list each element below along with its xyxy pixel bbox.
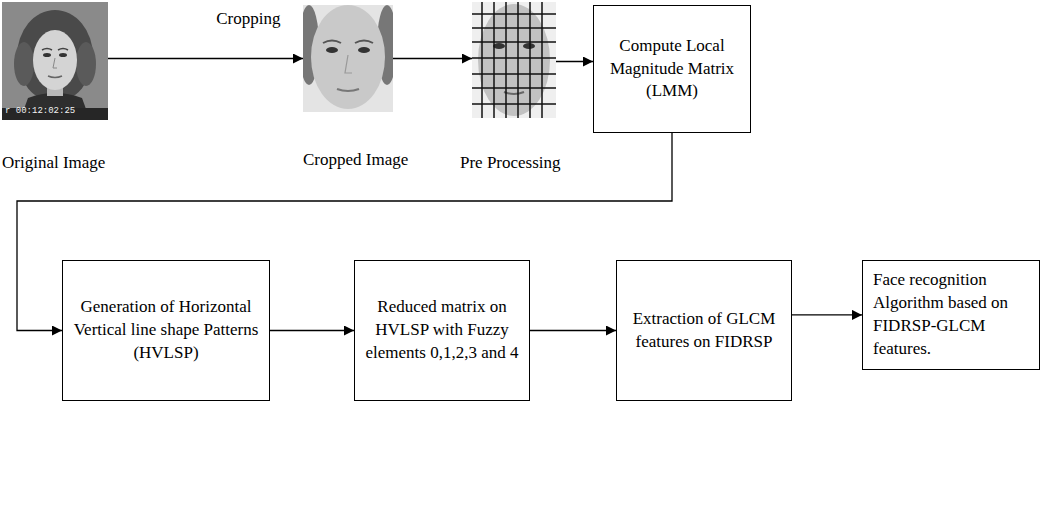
illustration-part: [493, 2, 495, 118]
process-box: Face recognition Algorithm based on FIDR…: [862, 260, 1040, 370]
illustration-part: [472, 87, 556, 89]
box-text: Generation of Horizontal Vertical line s…: [73, 296, 259, 365]
illustration-part: [33, 30, 77, 90]
illustration-part: [478, 4, 550, 116]
image-caption: Cropped Image: [303, 149, 408, 172]
flow-arrow: [556, 61, 593, 62]
illustration-part: [48, 76, 62, 78]
process-box: Reduced matrix on HVLSP with Fuzzy eleme…: [354, 260, 530, 401]
timestamp-label: r 00:12:02:25: [5, 106, 75, 116]
illustration-part: [472, 57, 556, 59]
illustration-part: [472, 103, 556, 105]
image-caption: Pre Processing: [460, 152, 561, 175]
flow-arrow: [530, 330, 616, 331]
illustration-part: [505, 2, 507, 118]
illustration-part: [472, 13, 556, 15]
cropped-face: [303, 5, 393, 112]
illustration-part: [2, 2, 108, 120]
flow-arrow: [393, 58, 472, 59]
image-frame: Pre Processing: [472, 2, 556, 118]
box-text: Face recognition Algorithm based on FIDR…: [873, 269, 1029, 361]
illustration-part: [345, 55, 352, 73]
illustration-part: [14, 42, 34, 86]
flow-arrow: [270, 330, 354, 331]
flow-arrow: [792, 314, 862, 315]
illustration-part: [42, 49, 68, 51]
image-caption: Original Image: [2, 152, 105, 175]
illustration-part: [493, 43, 505, 49]
illustration-part: [481, 2, 483, 118]
illustration-part: [517, 2, 519, 118]
illustration-part: [323, 41, 373, 44]
illustration-part: [541, 2, 543, 118]
illustration-part: [326, 47, 338, 53]
box-text: Reduced matrix on HVLSP with Fuzzy eleme…: [365, 296, 519, 365]
illustration-part: [472, 73, 556, 75]
process-box: Extraction of GLCM features on FIDRSP: [616, 260, 792, 401]
illustration-part: [504, 92, 524, 94]
illustration-part: [358, 47, 370, 53]
gridded-face: [472, 2, 556, 118]
illustration-part: [529, 2, 531, 118]
image-frame: Cropped Image: [303, 5, 393, 112]
illustration-part: [43, 53, 51, 57]
illustration-part: [472, 2, 556, 118]
illustration-part: [523, 43, 535, 49]
process-box: Compute Local Magnitude Matrix (LMM): [593, 5, 751, 133]
illustration-part: [472, 2, 556, 118]
face-photo: [2, 2, 108, 120]
illustration-part: [53, 58, 57, 68]
illustration-part: [59, 53, 67, 57]
illustration-part: [472, 41, 556, 43]
image-frame: Original Image: [2, 2, 108, 120]
edge-label: Cropping: [214, 9, 282, 29]
illustration-part: [76, 42, 96, 86]
illustration-part: [337, 89, 359, 91]
flow-arrow: [108, 58, 303, 59]
illustration-part: [311, 5, 385, 109]
box-text: Compute Local Magnitude Matrix (LMM): [604, 35, 740, 104]
box-text: Extraction of GLCM features on FIDRSP: [627, 308, 781, 354]
process-box: Generation of Horizontal Vertical line s…: [62, 260, 270, 401]
illustration-part: [472, 27, 556, 29]
